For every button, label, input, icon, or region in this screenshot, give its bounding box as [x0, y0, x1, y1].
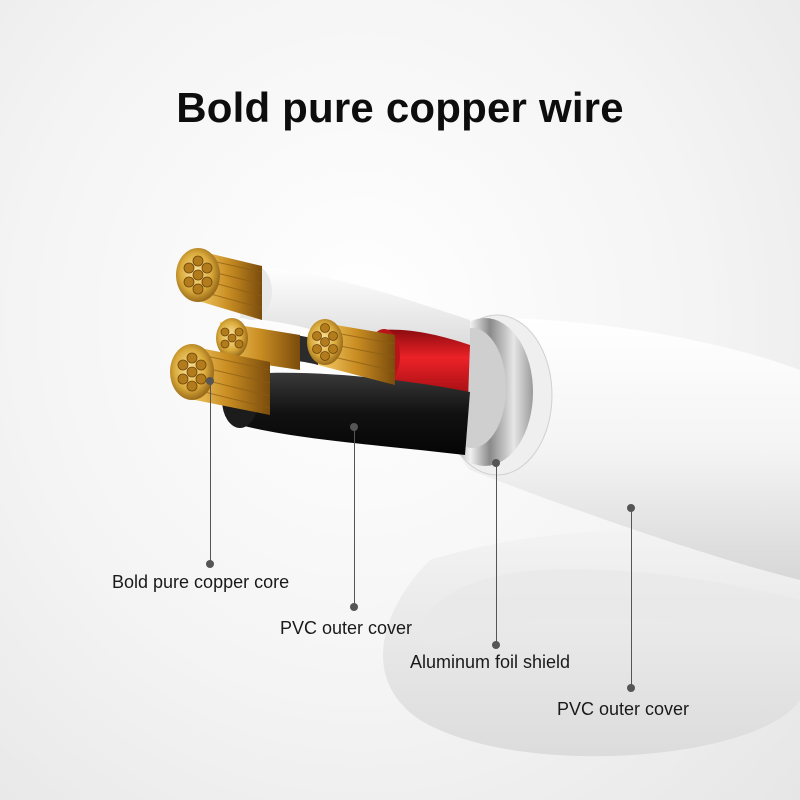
outer-pvc-pointer-end — [627, 684, 635, 692]
copper-core-pointer-end — [206, 560, 214, 568]
foil-shield-pointer-line — [496, 463, 497, 645]
copper-core-red — [307, 319, 396, 385]
outer-pvc-pointer-line — [631, 508, 632, 688]
inner-pvc-pointer-line — [354, 427, 355, 607]
outer-pvc-label: PVC outer cover — [557, 699, 690, 719]
inner-pvc-label: PVC outer cover — [280, 618, 413, 638]
page-title: Bold pure copper wire — [176, 84, 624, 131]
black-wire-insulation — [235, 372, 470, 455]
copper-core-black — [170, 344, 271, 415]
copper-core-label: Bold pure copper core — [112, 572, 290, 592]
foil-shield-label: Aluminum foil shield — [410, 652, 571, 672]
copper-core-pointer-line — [210, 381, 211, 564]
foil-shield-pointer-end — [492, 641, 500, 649]
copper-core-top — [176, 248, 263, 320]
inner-pvc-pointer-end — [350, 603, 358, 611]
